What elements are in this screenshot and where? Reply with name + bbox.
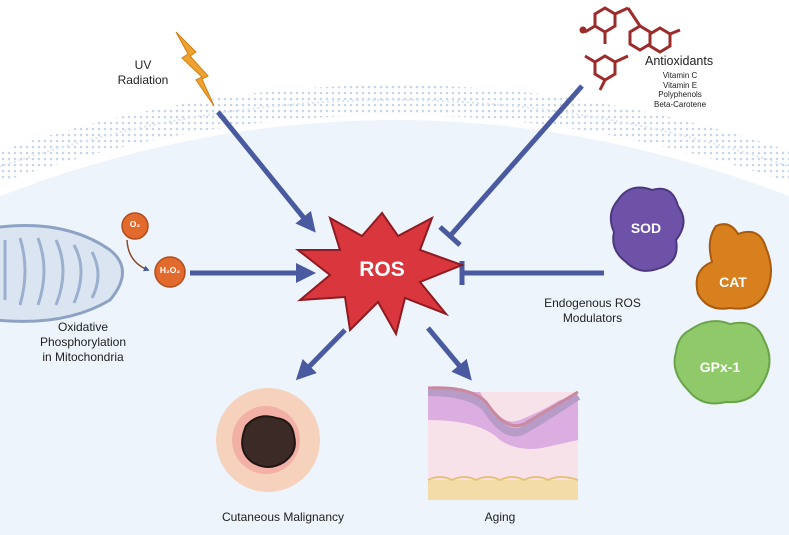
lesion-icon [216, 388, 320, 492]
skin-layer-icon [427, 386, 581, 500]
cat-protein [695, 223, 772, 310]
antioxidant-item: Vitamin C [662, 71, 698, 80]
arrows [190, 84, 604, 381]
label-h2o2: H₂O₂ [159, 265, 181, 275]
antioxidant-item: Polyphenols [658, 90, 702, 100]
label-endogenous-modulators: Endogenous ROS Modulators [544, 296, 641, 325]
label-gpx1: GPx-1 [699, 359, 741, 375]
sod-protein [609, 186, 685, 272]
label-uv-radiation: UV Radiation [117, 58, 169, 87]
label-cat: CAT [719, 274, 747, 290]
h2o2-circle [154, 256, 186, 288]
arrow-uv-to-ros [216, 110, 316, 233]
mitochondria-icon [0, 224, 124, 323]
label-o2: O₂ [129, 219, 141, 229]
arrow-ros-to-aging [426, 326, 472, 381]
antioxidant-list: Vitamin C Vitamin E Polyphenols Beta-Car… [600, 71, 760, 109]
inhibit-antioxidants-bar [438, 225, 462, 247]
molecule-icon [579, 6, 681, 91]
ros-starburst [295, 211, 465, 337]
inhibit-antioxidants [448, 84, 584, 238]
label-aging: Aging [484, 510, 516, 524]
label-cutaneous-malignancy: Cutaneous Malignancy [221, 510, 345, 524]
antioxidant-item: Beta-Carotene [653, 99, 707, 109]
label-oxidative-phosphorylation: Oxidative Phosphorylation in Mitochondri… [39, 320, 127, 364]
gpx-protein [673, 320, 771, 405]
label-antioxidants: Antioxidants [645, 54, 714, 68]
label-ros: ROS [359, 258, 405, 281]
o2-circle [121, 212, 149, 240]
lightning-icon [175, 31, 215, 107]
label-sod: SOD [630, 220, 662, 236]
antioxidant-item: Vitamin E [662, 80, 698, 90]
arrow-ros-to-malignancy [295, 328, 347, 381]
